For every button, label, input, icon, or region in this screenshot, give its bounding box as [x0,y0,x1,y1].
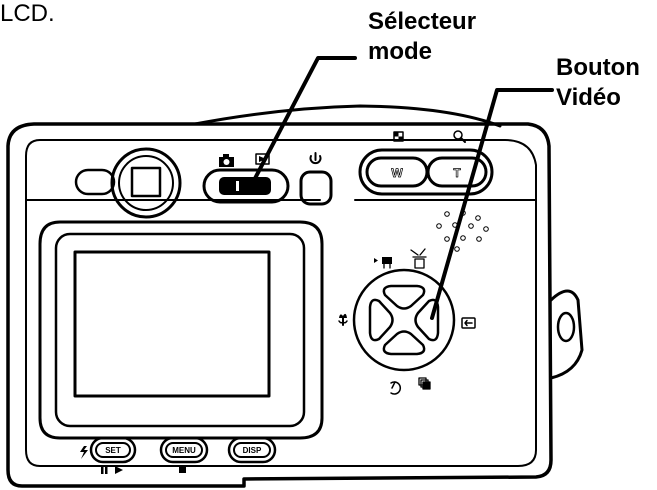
video-mode-icon [374,257,392,269]
tele-button [426,156,488,188]
mode-selector-label-line1: Sélecteur [368,8,477,35]
tele-button-label: T [453,166,461,180]
mode-selector-leader-line [248,56,357,190]
back-icon [461,317,476,329]
menu-button [165,442,203,458]
dpad-up-button [382,284,426,310]
wide-zoom-icon [393,131,404,142]
mode-selector-notch [236,181,239,191]
lcd-screen [73,250,271,398]
speaker-grille [436,210,489,252]
mode-selector-slider [219,177,271,195]
menu-button-frame [159,436,209,464]
viewfinder-slot [74,168,116,196]
viewfinder-ring [118,155,174,211]
dpad-left-button [368,298,394,342]
camera-top-hump [193,104,502,128]
lcd-frame [54,232,306,428]
delete-icon [410,248,427,269]
camera-inner-panel [25,139,537,467]
video-button-label-line1: Bouton [556,54,640,81]
stop-icon [179,466,186,473]
power-button [299,170,333,206]
camera-body-outline [6,122,553,488]
photo-mode-icon [219,154,234,167]
dpad-outer-ring [352,268,456,372]
wide-button-label: W [391,166,403,180]
set-button [95,442,131,458]
set-button-label: SET [105,446,121,455]
macro-icon [338,313,348,326]
disp-button-frame [227,436,277,464]
strap-lug [549,289,584,380]
viewfinder-outer [110,147,182,219]
dpad-right-button [414,298,440,342]
burst-icon [418,377,431,390]
tele-zoom-icon [453,130,466,143]
video-button-leader-line [430,88,554,320]
mode-selector-frame [202,168,290,204]
power-icon [309,152,322,165]
video-button-label-line2: Vidéo [556,84,621,111]
dpad-down-button [382,330,426,356]
set-button-frame [89,436,137,464]
lcd-bezel [38,220,324,440]
disp-button [233,442,271,458]
disp-button-label: DISP [243,446,262,455]
viewfinder-window [130,166,162,198]
zoom-rocker-frame [358,148,494,196]
self-timer-icon [390,381,401,395]
menu-button-label: MENU [172,446,196,455]
intro-text: LCD. [0,0,55,27]
flash-icon [80,446,88,459]
mode-selector-label-line2: mode [368,38,433,65]
pause-play-icon [101,466,123,474]
strap-lug-hole [556,311,576,343]
